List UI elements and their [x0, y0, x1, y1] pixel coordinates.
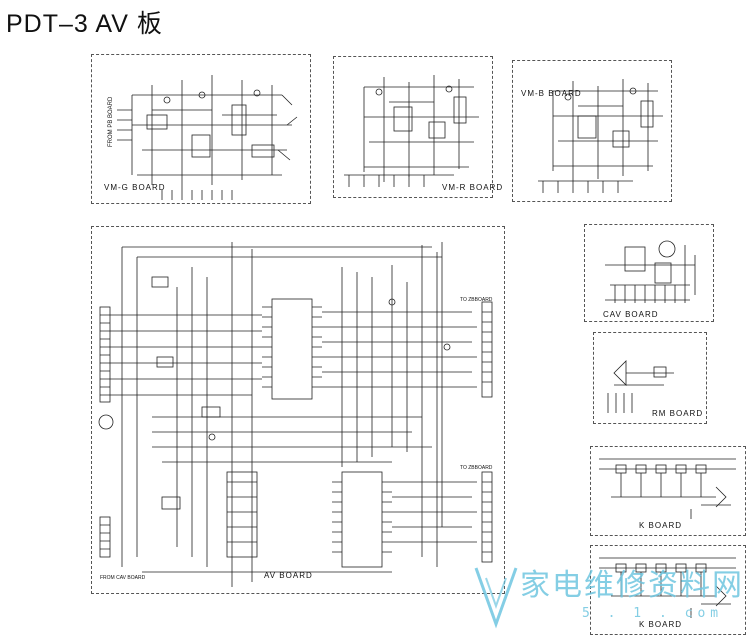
vm-r-schematic: [344, 75, 479, 187]
vm-b-board-label: VM-B BOARD: [521, 89, 582, 98]
av-to-label-1: TO ZBBOARD: [460, 297, 493, 303]
k-board-2-label: K BOARD: [639, 620, 683, 629]
vm-b-schematic: [538, 79, 663, 193]
k-board-2-schematic: [599, 557, 736, 618]
vm-r-board-label: VM-R BOARD: [442, 183, 504, 192]
vm-g-board-label: VM-G BOARD: [104, 183, 166, 192]
watermark: 家电维修资料网 5 . 1 . com: [472, 560, 747, 636]
cav-schematic: [605, 240, 696, 303]
av-from-label: FROM CAV BOARD: [100, 575, 146, 581]
vm-g-board: FROM PB BOARD VM-G BOARD: [91, 54, 311, 204]
watermark-logo-icon: [474, 567, 518, 629]
vm-r-board: VM-R BOARD: [333, 56, 502, 198]
rm-schematic: [607, 360, 674, 413]
vm-g-side-label: FROM PB BOARD: [108, 96, 114, 147]
k-board-1: K BOARD: [590, 446, 746, 536]
watermark-text: 家电维修资料网: [520, 568, 744, 603]
av-schematic: [98, 242, 493, 587]
page-title: PDT–3 AV 板: [6, 10, 163, 38]
av-board: TO ZBBOARD TO ZBBOARD FROM CAV BOARD AV …: [91, 226, 505, 594]
av-to-label-2: TO ZBBOARD: [460, 465, 493, 471]
av-board-label: AV BOARD: [264, 571, 313, 580]
rm-board: RM BOARD: [593, 332, 707, 424]
rm-board-label: RM BOARD: [652, 409, 704, 418]
vm-b-board: VM-B BOARD: [512, 60, 672, 202]
watermark-url: 5 . 1 . com: [582, 606, 724, 621]
vm-g-schematic: [117, 75, 298, 200]
k-board-2: K BOARD: [590, 545, 746, 635]
k-board-1-schematic: [599, 458, 736, 519]
cav-board-label: CAV BOARD: [603, 310, 659, 319]
cav-board: CAV BOARD: [584, 224, 714, 322]
k-board-1-label: K BOARD: [639, 521, 683, 530]
